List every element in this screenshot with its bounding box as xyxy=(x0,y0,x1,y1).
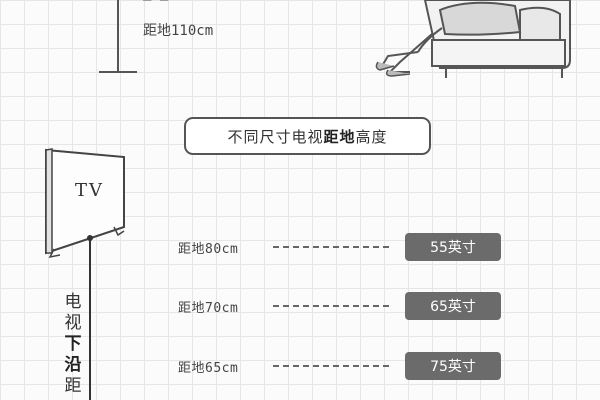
top-stand-pole xyxy=(117,0,119,72)
tv-size-badge: 55英寸 xyxy=(405,233,501,261)
top-distance-label: 距地110cm xyxy=(143,23,214,39)
title-part-2: 距地 xyxy=(323,127,356,146)
tv-size-badge: 65英寸 xyxy=(405,292,501,320)
row-dashed-connector xyxy=(273,246,389,248)
vertical-char: 沿 xyxy=(64,355,82,375)
title-part-1: 不同尺寸电视 xyxy=(227,127,324,146)
row-distance-label: 距地80cm xyxy=(178,242,239,257)
title-pill: 不同尺寸电视 距地高度 xyxy=(184,117,431,155)
tv-label: TV xyxy=(75,180,105,201)
row-distance-label: 距地65cm xyxy=(178,361,239,376)
title-part-3: 高度 xyxy=(355,127,388,146)
vertical-char: 视 xyxy=(64,313,82,333)
top-partial-label: —·— xyxy=(143,0,169,8)
vertical-char: 下 xyxy=(64,334,82,354)
row-distance-label: 距地70cm xyxy=(178,301,239,316)
tv-bottom-edge-label: 电 视 下 沿 距 xyxy=(62,292,84,397)
vertical-char: 电 xyxy=(64,292,82,312)
tv-size-badge: 75英寸 xyxy=(405,352,501,380)
top-stand-base xyxy=(99,71,137,73)
vertical-char: 距 xyxy=(64,376,82,396)
row-dashed-connector xyxy=(273,305,389,307)
sofa-person-illustration xyxy=(375,0,571,78)
row-dashed-connector xyxy=(273,365,389,367)
tv-side-diagram xyxy=(45,148,125,400)
